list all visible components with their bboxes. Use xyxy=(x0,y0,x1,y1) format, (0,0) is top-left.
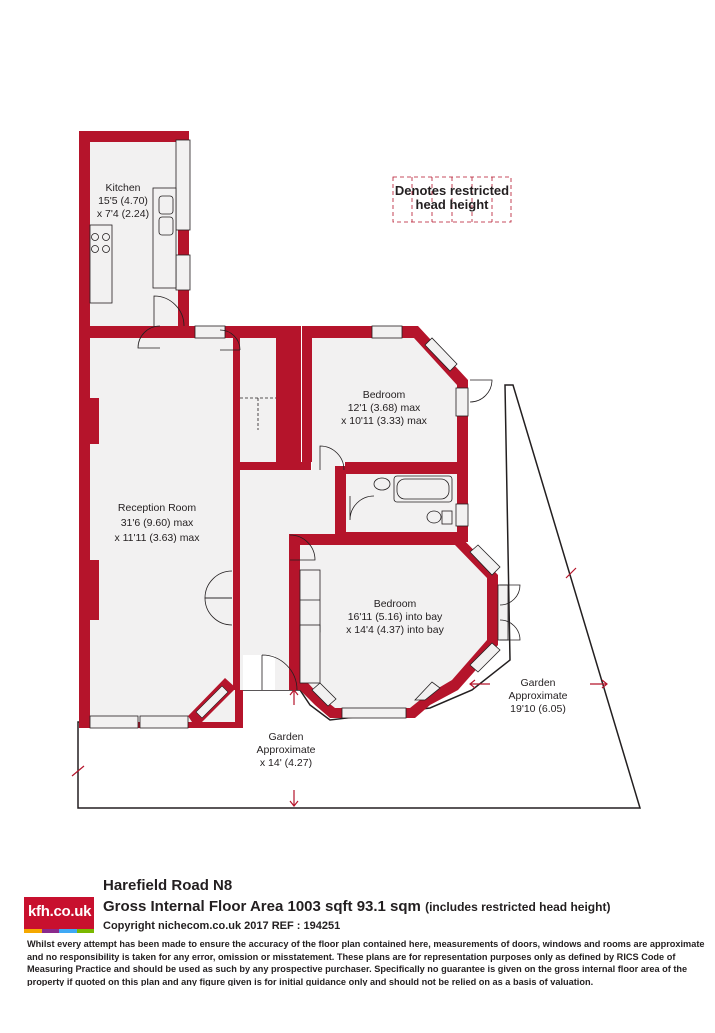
bedroom-2-dim-2: x 14'4 (4.37) into bay xyxy=(346,624,444,636)
logo-stripe-4 xyxy=(76,929,94,933)
bedroom-1-label: Bedroom xyxy=(363,389,406,401)
copyright: Copyright nichecom.co.uk 2017 REF : 1942… xyxy=(103,920,341,932)
bedroom-1-dim-2: x 10'11 (3.33) max xyxy=(341,415,428,427)
reception-dim-1: 31'6 (9.60) max xyxy=(121,517,194,529)
kitchen-dim-1: 15'5 (4.70) xyxy=(98,195,148,207)
bedroom-1-dim-1: 12'1 (3.68) max xyxy=(348,402,421,414)
floor-area-value: Gross Internal Floor Area 1003 sqft 93.1… xyxy=(103,898,421,915)
bathroom-room xyxy=(335,466,469,542)
floor-plan: Denotes restricted head height Kitchen 1… xyxy=(71,131,642,809)
kitchen-label: Kitchen xyxy=(105,182,140,194)
bedroom-2-room xyxy=(289,534,509,719)
bedroom-1-room xyxy=(302,325,469,470)
reception-label: Reception Room xyxy=(118,502,196,514)
kfh-logo[interactable]: kfh.co.uk xyxy=(24,897,94,933)
garden-side-label: Garden xyxy=(520,677,555,689)
room-labels: Kitchen 15'5 (4.70) x 7'4 (2.24) Recepti… xyxy=(97,182,568,769)
reception-room xyxy=(79,325,243,729)
legend-restricted-height: Denotes restricted head height xyxy=(392,176,512,223)
property-address: Harefield Road N8 xyxy=(103,877,233,894)
storage-cupboard xyxy=(233,326,301,476)
door-swings xyxy=(137,295,521,691)
legend-line-1: Denotes restricted xyxy=(395,183,509,198)
logo-stripe-2 xyxy=(41,929,59,933)
garden-front-dim-2: x 14' (4.27) xyxy=(260,757,312,769)
garden-front-dim-1: Approximate xyxy=(257,744,316,756)
garden-markers xyxy=(71,567,608,807)
logo-stripe-3 xyxy=(59,929,77,933)
bedroom-2-label: Bedroom xyxy=(374,598,417,610)
floor-area: Gross Internal Floor Area 1003 sqft 93.1… xyxy=(103,898,610,915)
bedroom-2-dim-1: 16'11 (5.16) into bay xyxy=(348,611,443,623)
reception-dim-2: x 11'11 (3.63) max xyxy=(114,532,200,544)
floor-area-note: (includes restricted head height) xyxy=(425,900,611,914)
kitchen-dim-2: x 7'4 (2.24) xyxy=(97,208,149,220)
garden-side-dim-2: 19'10 (6.05) xyxy=(510,703,566,715)
kitchen-room xyxy=(79,131,191,335)
logo-stripe-1 xyxy=(24,929,42,933)
garden-side-dim-1: Approximate xyxy=(509,690,568,702)
logo-text: kfh.co.uk xyxy=(28,903,92,920)
disclaimer: Whilst every attempt has been made to en… xyxy=(27,939,705,986)
garden-front-label: Garden xyxy=(268,731,303,743)
legend-line-2: head height xyxy=(416,197,490,212)
